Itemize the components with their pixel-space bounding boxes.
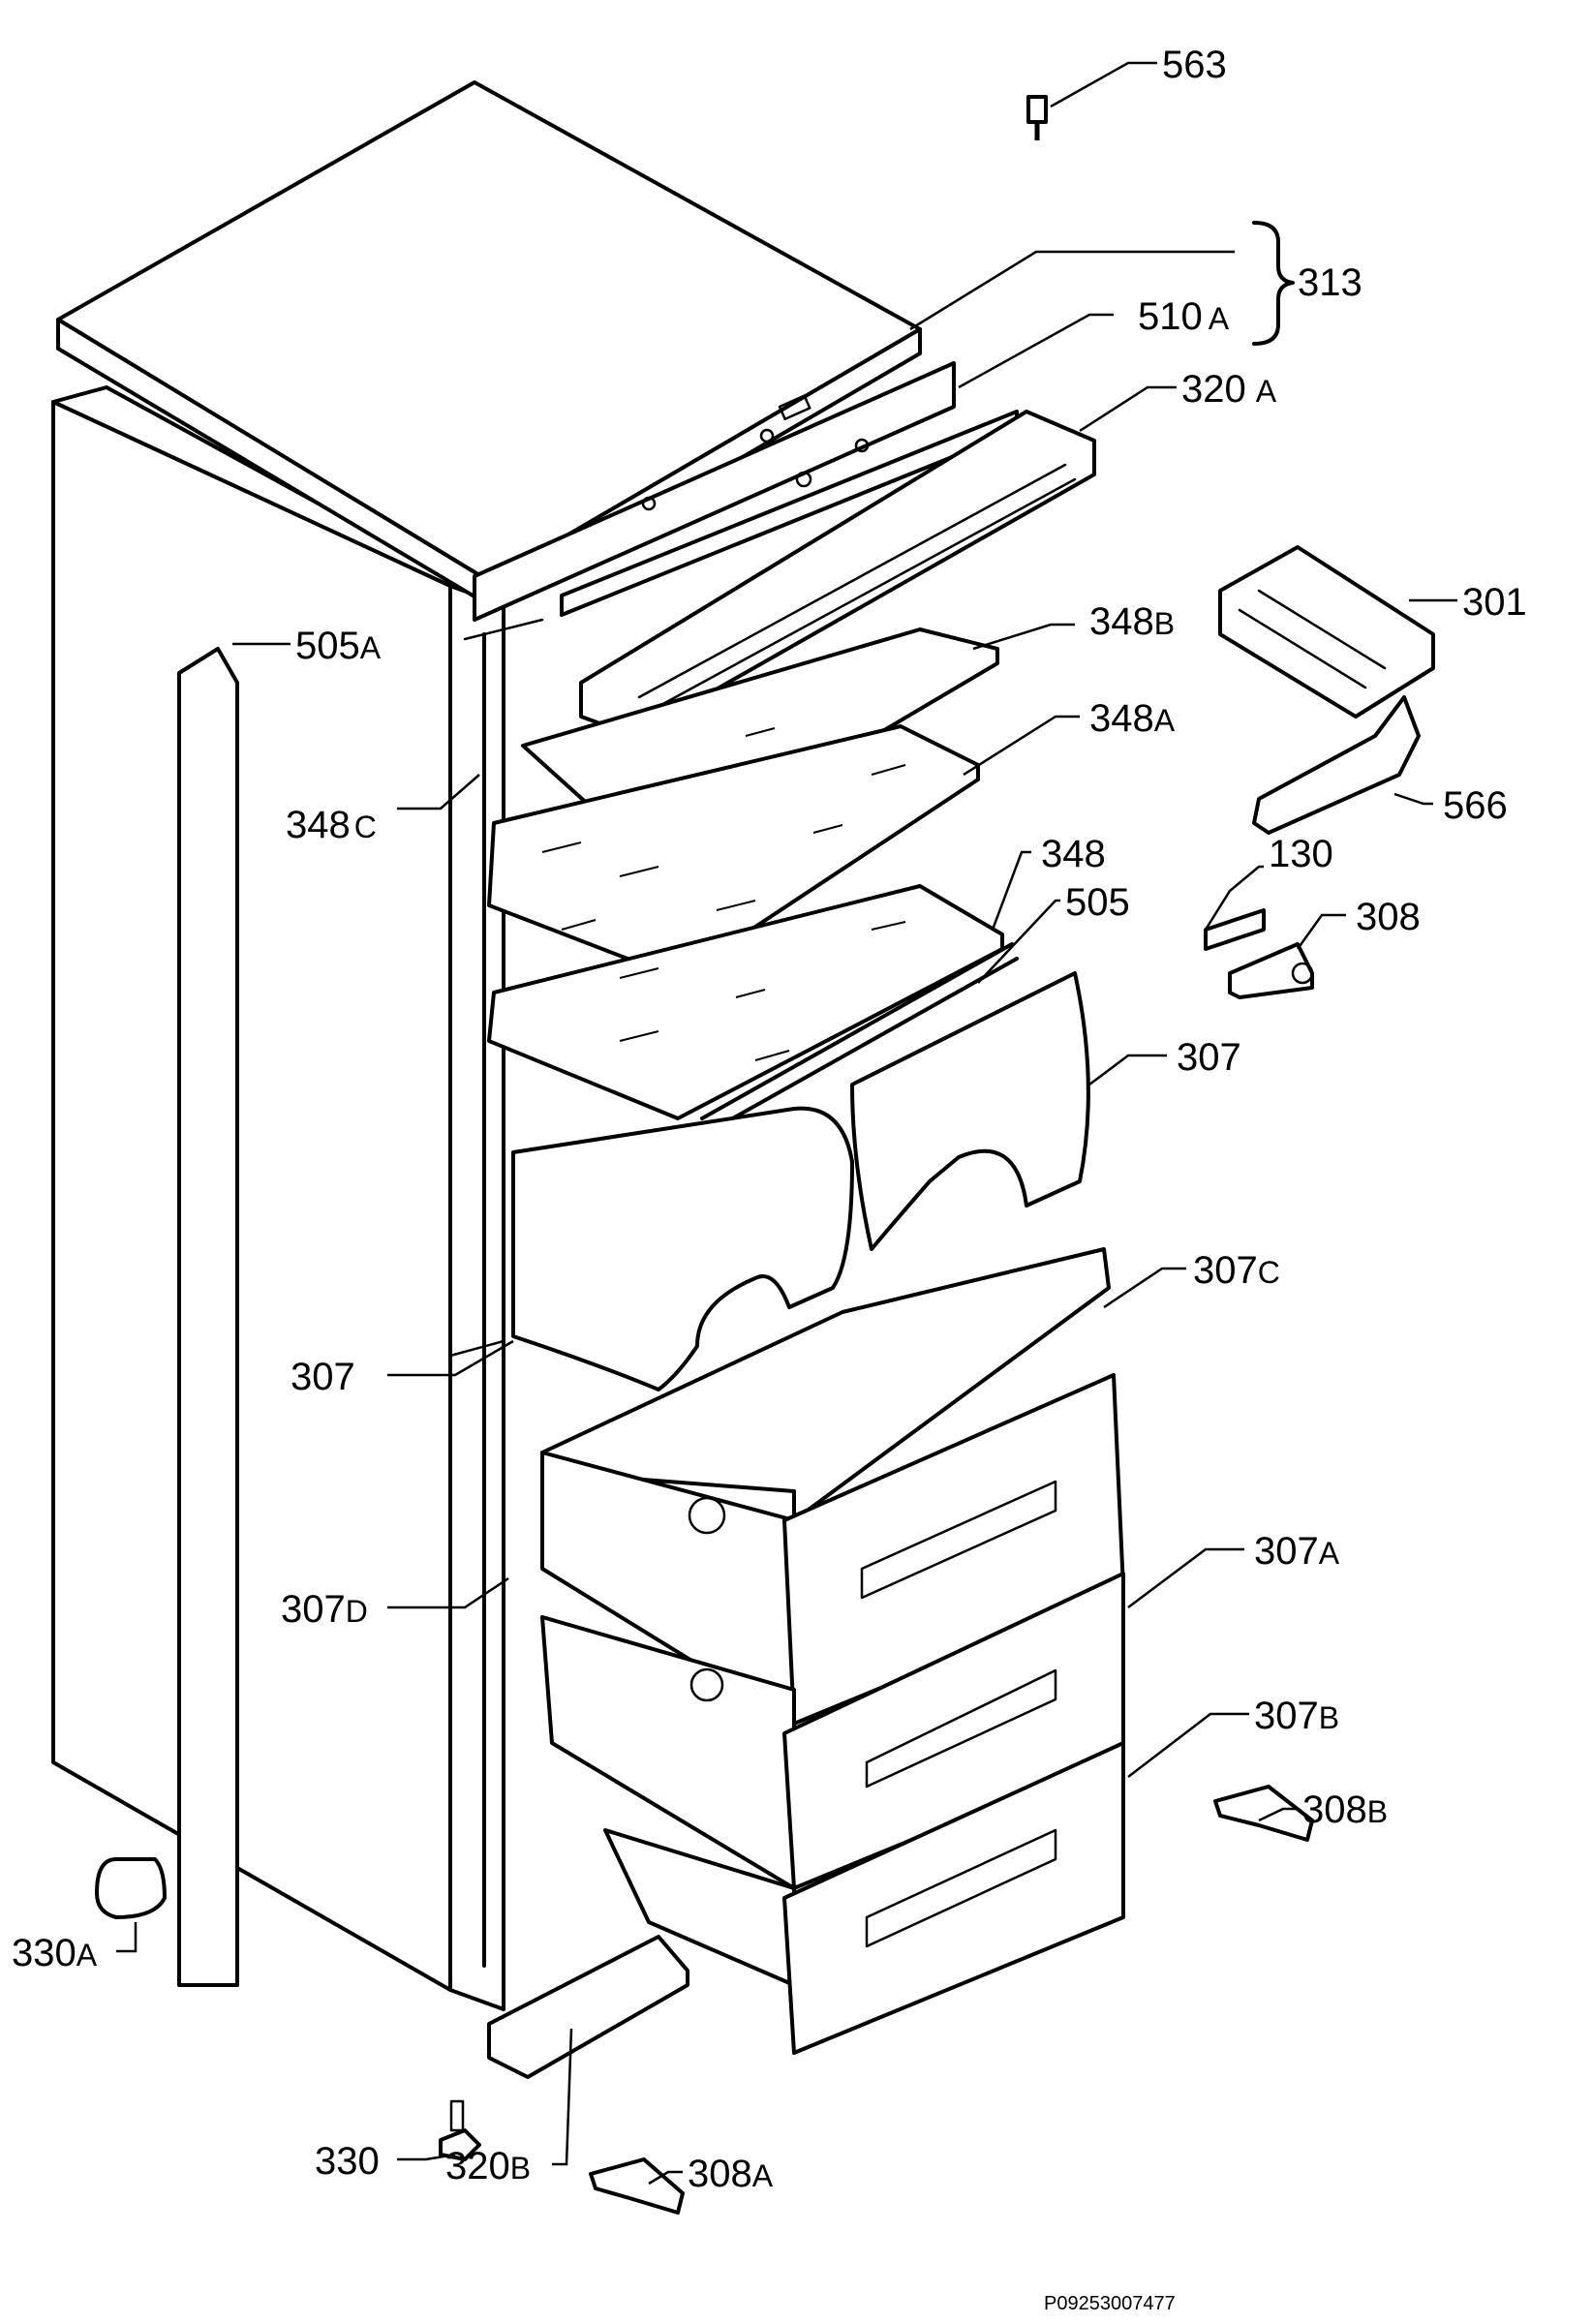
screw-563 (1026, 95, 1048, 140)
scoop-566 (1252, 695, 1421, 835)
basket-307-left (511, 1106, 854, 1391)
cabinet-body (51, 385, 544, 2011)
label-348b: 348B (1089, 600, 1175, 643)
basket-307-right (850, 971, 1090, 1251)
label-505: 505 (1065, 881, 1130, 924)
label-307a: 307A (1254, 1530, 1340, 1573)
door-strip-505a (177, 647, 239, 1987)
part-130 (1204, 908, 1266, 951)
label-505a: 505A (295, 625, 382, 667)
label-308: 308 (1356, 896, 1421, 938)
label-307c: 307C (1193, 1249, 1280, 1292)
control-strip-510a (473, 361, 956, 622)
drawer-307b (603, 1741, 1125, 2055)
label-566: 566 (1443, 784, 1508, 827)
label-301: 301 (1462, 581, 1527, 624)
leader-lines (116, 61, 1457, 2186)
label-130: 130 (1269, 833, 1333, 875)
label-307-left: 307 (291, 1356, 355, 1398)
document-id: P09253007477 (1044, 2293, 1176, 2314)
shelf-348a (487, 724, 980, 980)
ice-tray-301 (1218, 545, 1435, 719)
label-308a: 308A (688, 2153, 774, 2195)
label-348: 348 (1041, 833, 1106, 875)
label-330: 330 (315, 2140, 380, 2183)
label-307d: 307D (281, 1588, 368, 1631)
rail-505 (700, 942, 1019, 1135)
hinge-308b (1213, 1785, 1314, 1842)
label-308b: 308B (1302, 1789, 1388, 1831)
hinge-308a (589, 2157, 685, 2215)
label-313: 313 (1298, 261, 1362, 304)
label-307-right: 307 (1177, 1036, 1241, 1079)
label-307b: 307B (1254, 1695, 1339, 1737)
label-348a: 348A (1089, 697, 1176, 740)
plinth-320b (487, 1935, 689, 2079)
cap-330a (95, 1857, 167, 1919)
foot-330 (439, 2099, 481, 2161)
label-320b: 320B (445, 2145, 531, 2187)
label-563: 563 (1162, 44, 1227, 86)
label-330a: 330A (12, 1932, 98, 1974)
handle-strip-320a (560, 410, 1096, 738)
hinge-308 (1228, 942, 1314, 999)
brace-313 (1252, 221, 1295, 346)
